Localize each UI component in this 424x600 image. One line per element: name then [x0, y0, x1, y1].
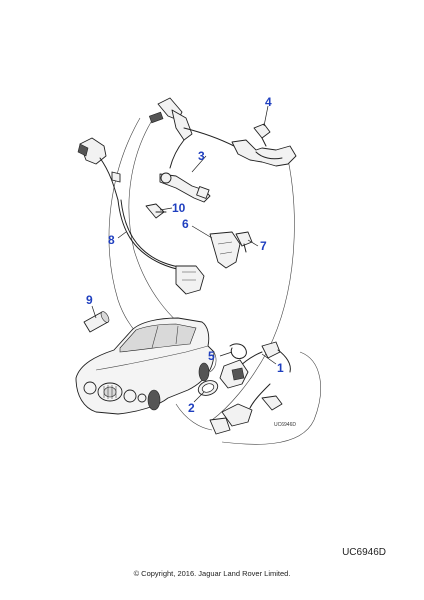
callout-1: 1 [277, 361, 284, 375]
guide-curve-right [211, 149, 295, 421]
o-ring-part-2 [197, 380, 219, 396]
callout-6: 6 [182, 217, 189, 231]
clip-part-5 [229, 343, 247, 359]
sensor-harness-lower [209, 341, 291, 435]
callout-3: 3 [198, 149, 205, 163]
callout-8: 8 [108, 233, 115, 247]
guide-curve-mid [128, 113, 197, 337]
callout-2: 2 [188, 401, 195, 415]
diagram-code-label: UC6946D [342, 547, 386, 558]
car-illustration [75, 317, 217, 415]
callout-9: 9 [86, 293, 93, 307]
diagram-inner-code: UC6946D [274, 422, 296, 428]
bolt-part-10 [145, 203, 167, 219]
sensor-harness-left [77, 137, 205, 295]
callout-10: 10 [172, 201, 186, 215]
sensor-part-6 [209, 231, 241, 269]
copyright-notice: © Copyright, 2016. Jaguar Land Rover Lim… [133, 569, 291, 578]
sensor-harness-upper [148, 97, 297, 203]
callout-5: 5 [208, 349, 215, 363]
tube-part-9 [83, 311, 110, 333]
guide-curve-lower-left [175, 403, 213, 431]
bolt-part-4 [253, 123, 271, 147]
callout-7: 7 [260, 239, 267, 253]
callout-4: 4 [265, 95, 272, 109]
guide-curve-bottom [221, 351, 321, 445]
